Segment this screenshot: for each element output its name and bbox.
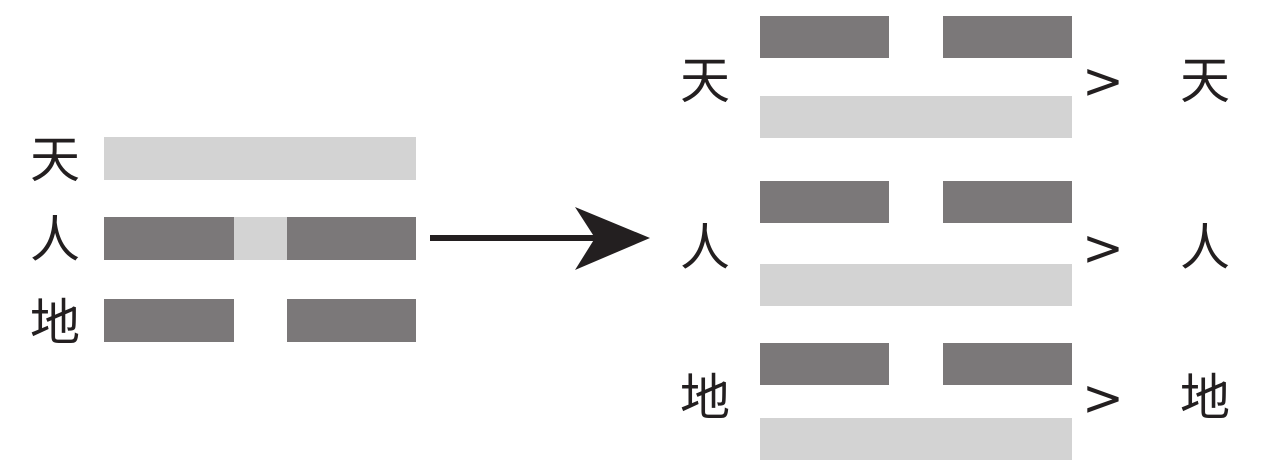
greater-than-symbol-human: > (1082, 219, 1124, 277)
right-human-top-right (943, 181, 1072, 223)
right-earth-bottom-solid (760, 418, 1072, 460)
left-label-heaven: 天 (30, 131, 80, 189)
right-row-heaven: 天 > 天 (680, 16, 1230, 138)
right-heaven-top-right (943, 16, 1072, 58)
left-line-earth-dark-right (287, 299, 416, 342)
left-trigram: 天 人 地 (30, 131, 416, 352)
right-earth-top-left (760, 343, 889, 385)
greater-than-symbol-earth: > (1082, 369, 1124, 427)
right-row-earth: 地 > 地 (680, 343, 1230, 460)
transform-arrow (430, 207, 650, 270)
right-heaven-bottom-solid (760, 96, 1072, 138)
right-result-earth: 地 (1180, 369, 1230, 427)
left-line-earth-dark-left (104, 299, 234, 342)
left-label-human: 人 (30, 211, 80, 269)
right-label-earth: 地 (680, 369, 730, 427)
right-heaven-top-left (760, 16, 889, 58)
right-human-top-left (760, 181, 889, 223)
right-row-human: 人 > 人 (680, 181, 1230, 306)
left-line-human-dark-left (104, 217, 234, 260)
right-result-heaven: 天 (1180, 52, 1230, 110)
greater-than-symbol-heaven: > (1082, 52, 1124, 110)
arrow-head (575, 207, 650, 270)
left-line-human-dark-right (287, 217, 416, 260)
left-label-earth: 地 (30, 294, 80, 352)
left-line-heaven-solid-light (104, 137, 416, 180)
right-human-bottom-solid (760, 264, 1072, 306)
right-label-heaven: 天 (680, 52, 730, 110)
right-earth-top-right (943, 343, 1072, 385)
right-label-human: 人 (680, 219, 730, 277)
right-result-human: 人 (1180, 219, 1230, 277)
left-line-human-light-center (234, 217, 287, 260)
